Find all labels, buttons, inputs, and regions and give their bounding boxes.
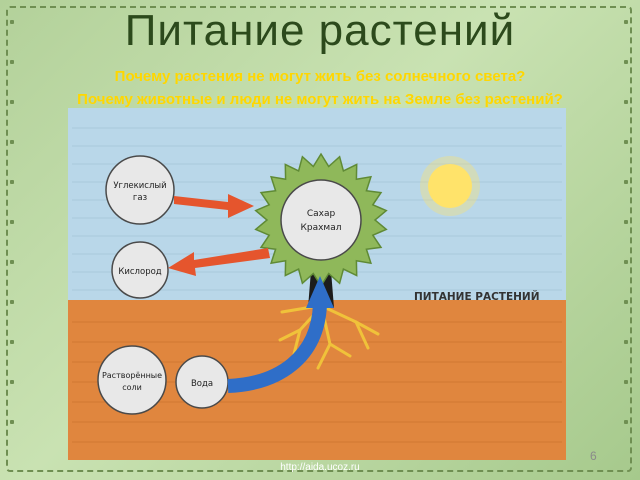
plant-nutrition-diagram: Сахар Крахмал Углекислый газ Кислород ПИ… [68, 108, 566, 460]
question-sunlight: Почему растения не могут жить без солнеч… [114, 68, 526, 85]
starch-label: Крахмал [300, 223, 341, 233]
footer-url: http://aida.ucoz.ru [280, 462, 360, 473]
oxygen-label: Кислород [118, 267, 161, 277]
sugar-label: Сахар [307, 209, 336, 219]
question-plants: Почему животные и люди не могут жить на … [77, 91, 563, 108]
oxygen-circle [111, 241, 169, 299]
page-number: 6 [590, 449, 597, 463]
water-label: Вода [191, 379, 213, 389]
co2-circle [105, 155, 175, 225]
diagram-caption: ПИТАНИЕ РАСТЕНИЙ [414, 290, 540, 303]
salts-label-line1: Растворённые [102, 371, 162, 380]
oxygen-arrow [168, 248, 270, 276]
co2-label-line2: газ [133, 193, 148, 203]
water-arrow-head [306, 276, 334, 308]
salts-circle [97, 345, 167, 415]
sugar-starch-circle [280, 179, 362, 261]
water-arrow [227, 303, 327, 393]
co2-label-line1: Углекислый [113, 181, 166, 191]
salts-label-line2: соли [122, 383, 142, 392]
slide-frame [6, 6, 632, 472]
co2-arrow [174, 194, 254, 218]
soil-text-lines [72, 321, 562, 443]
slide-title: Питание растений [124, 6, 516, 55]
sun-icon [428, 164, 472, 208]
